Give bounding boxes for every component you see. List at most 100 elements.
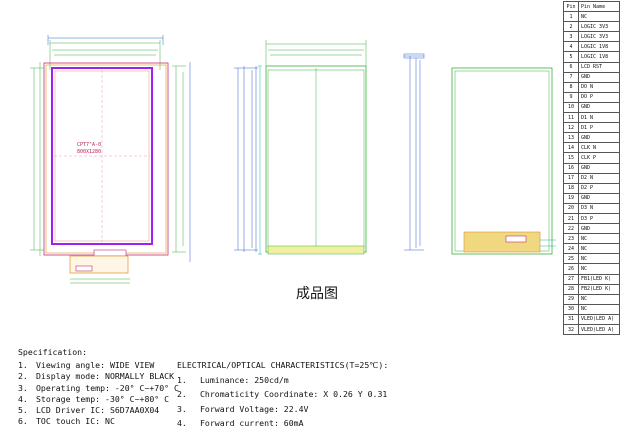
pin-name: FB2(LED K) xyxy=(578,283,620,295)
drawing-caption: 成品图 xyxy=(296,286,338,302)
pin-name: NC xyxy=(578,243,620,255)
pin-name: D3 N xyxy=(578,202,620,214)
pin-number: 32 xyxy=(563,323,579,336)
pin-name: LCD RST xyxy=(578,61,620,73)
pin-name: FB1(LED K) xyxy=(578,273,620,285)
electrical-block: ELECTRICAL/OPTICAL CHARACTERISTICS(T=25℃… xyxy=(177,358,388,431)
pin-number: 8 xyxy=(563,81,579,93)
pin-number: 1 xyxy=(563,11,579,23)
pin-header: Pin xyxy=(563,0,579,13)
pin-number: 5 xyxy=(563,51,579,63)
fpc-front xyxy=(69,249,130,284)
pin-number: 10 xyxy=(563,101,579,114)
pin-number: 17 xyxy=(563,172,579,184)
pin-name: DO N xyxy=(578,81,620,93)
pin-name: GND xyxy=(578,132,620,144)
pin-number: 9 xyxy=(563,91,579,103)
pin-number: 4 xyxy=(563,41,579,53)
pin-number: 24 xyxy=(563,243,579,255)
electrical-item: 2.Chromaticity Coordinate: X 0.26 Y 0.31 xyxy=(177,389,388,399)
pin-number: 21 xyxy=(563,212,579,225)
pin-name: GND xyxy=(578,101,620,114)
spec-item: 5.LCD Driver IC: S6D7AA0X04 xyxy=(18,405,160,416)
pin-name: D2 N xyxy=(578,172,620,184)
pin-name: D1 N xyxy=(578,112,620,124)
pin-number: 23 xyxy=(563,233,579,245)
pin-name: LOGIC 3V3 xyxy=(578,31,620,43)
pin-name: GND xyxy=(578,223,620,235)
spec-item: 1.Viewing angle: WIDE VIEW xyxy=(18,360,155,371)
pin-number: 22 xyxy=(563,223,579,235)
pin-name: GND xyxy=(578,71,620,83)
pin-name: GND xyxy=(578,192,620,204)
pin-name: VLED(LED A) xyxy=(578,313,620,326)
pin-name: D3 P xyxy=(578,212,620,225)
pin-number: 2 xyxy=(563,21,579,33)
pin-name: LOGIC 1V8 xyxy=(578,41,620,53)
side-view-left xyxy=(234,66,258,252)
pin-number: 26 xyxy=(563,263,579,275)
pin-name: D1 P xyxy=(578,122,620,134)
pin-name: NC xyxy=(578,303,620,315)
pin-number: 30 xyxy=(563,303,579,315)
pin-number: 27 xyxy=(563,273,579,285)
pin-number: 3 xyxy=(563,31,579,43)
pin-number: 6 xyxy=(563,61,579,73)
pin-number: 16 xyxy=(563,162,579,174)
pin-number: 15 xyxy=(563,152,579,164)
pin-number: 20 xyxy=(563,202,579,214)
pin-name: CLK P xyxy=(578,152,620,164)
pin-name: GND xyxy=(578,162,620,174)
spec-item: 6.TOC touch IC: NC xyxy=(18,416,115,427)
center-label-2: 800X1280 xyxy=(77,149,101,155)
pin-name: LOGIC 1V8 xyxy=(578,51,620,63)
spec-item: 3.Operating temp: -20° C~+70° C xyxy=(18,382,179,393)
pin-number: 11 xyxy=(563,112,579,124)
front-view: CPT7"A-0 800X1280 xyxy=(30,35,191,284)
pin-number: 29 xyxy=(563,293,579,305)
back-view xyxy=(451,67,556,255)
pin-name: NC xyxy=(578,263,620,275)
spec-item: 2.Display mode: NORMALLY BLACK xyxy=(18,371,175,382)
pin-name-header: Pin Name xyxy=(578,0,620,13)
spec-item: 4.Storage temp: -30° C~+80° C xyxy=(18,393,170,404)
pin-number: 25 xyxy=(563,253,579,265)
side-view-right xyxy=(403,53,425,251)
electrical-item: 3.Forward Voltage: 22.4V xyxy=(177,403,309,414)
pin-name: NC xyxy=(578,233,620,245)
center-label-1: CPT7"A-0 xyxy=(77,142,101,148)
pin-number: 18 xyxy=(563,182,579,194)
pin-name: CLK N xyxy=(578,142,620,154)
pin-name: NC xyxy=(578,293,620,305)
pin-name: NC xyxy=(578,11,620,23)
pin-name: DO P xyxy=(578,91,620,103)
electrical-heading: ELECTRICAL/OPTICAL CHARACTERISTICS(T=25℃… xyxy=(177,360,389,370)
pin-name: LOGIC 3V3 xyxy=(578,21,620,33)
